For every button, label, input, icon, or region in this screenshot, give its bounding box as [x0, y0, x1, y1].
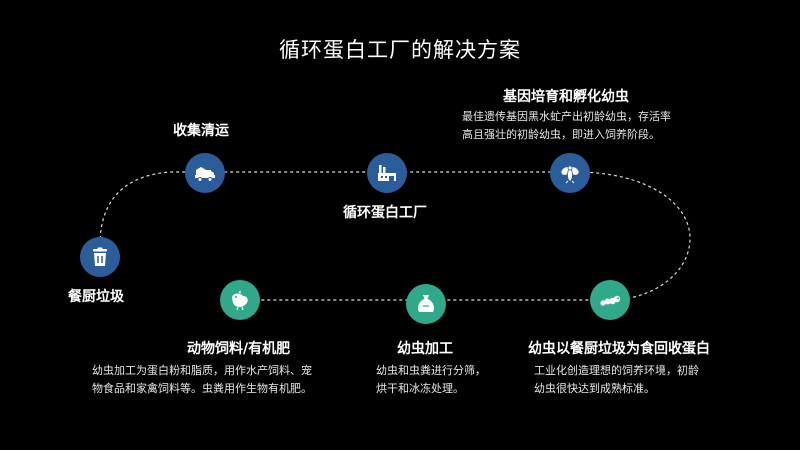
- desc-line: 物食品和家禽饲料等。虫粪用作生物有机肥。: [92, 382, 312, 395]
- node-processing: [406, 284, 446, 324]
- sack-icon: [418, 295, 434, 312]
- desc-line: 高且强壮的初龄幼虫，即进入饲养阶段。: [462, 128, 660, 141]
- factory-icon: [378, 165, 396, 181]
- desc-feeding: 工业化创造理想的饲养环境，初龄 幼虫很快达到成熟标准。: [534, 362, 699, 398]
- desc-line: 烘干和冰冻处理。: [376, 382, 464, 395]
- desc-feed: 幼虫加工为蛋白粉和脂质，用作水产饲料、宠 物食品和家禽饲料等。虫粪用作生物有机肥…: [92, 362, 312, 398]
- label-factory: 循环蛋白工厂: [343, 205, 427, 221]
- label-kitchen-waste: 餐厨垃圾: [68, 289, 124, 305]
- desc-line: 幼虫很快达到成熟标准。: [534, 382, 655, 395]
- node-breeding: [550, 153, 590, 193]
- dashed-loop-path: [99, 171, 691, 301]
- desc-line: 工业化创造理想的饲养环境，初龄: [534, 364, 699, 377]
- label-breeding: 基因培育和孵化幼虫: [503, 89, 629, 105]
- label-processing: 幼虫加工: [397, 341, 453, 357]
- desc-line: 幼虫加工为蛋白粉和脂质，用作水产饲料、宠: [92, 364, 312, 377]
- node-feeding: [590, 280, 630, 320]
- trash-bin-icon: [93, 247, 107, 266]
- desc-line: 最佳遗传基因黑水虻产出初龄幼虫，存活率: [462, 110, 671, 123]
- desc-processing: 幼虫和虫粪进行分筛， 烘干和冰冻处理。: [376, 362, 486, 398]
- node-kitchen-waste: [80, 237, 120, 277]
- node-factory: [367, 153, 407, 193]
- node-collect: [185, 153, 225, 193]
- chicken-icon: [232, 290, 248, 311]
- desc-breeding: 最佳遗传基因黑水虻产出初龄幼虫，存活率 高且强壮的初龄幼虫，即进入饲养阶段。: [462, 108, 671, 144]
- label-feeding: 幼虫以餐厨垃圾为食回收蛋白: [528, 341, 710, 357]
- label-feed: 动物饲料/有机肥: [187, 341, 291, 357]
- larva-icon: [600, 295, 621, 306]
- desc-line: 幼虫和虫粪进行分筛，: [376, 364, 486, 377]
- garbage-truck-icon: [195, 167, 215, 182]
- node-feed: [220, 280, 260, 320]
- page-title: 循环蛋白工厂的解决方案: [279, 38, 521, 62]
- label-collect: 收集清运: [173, 123, 229, 139]
- fly-icon: [561, 165, 579, 184]
